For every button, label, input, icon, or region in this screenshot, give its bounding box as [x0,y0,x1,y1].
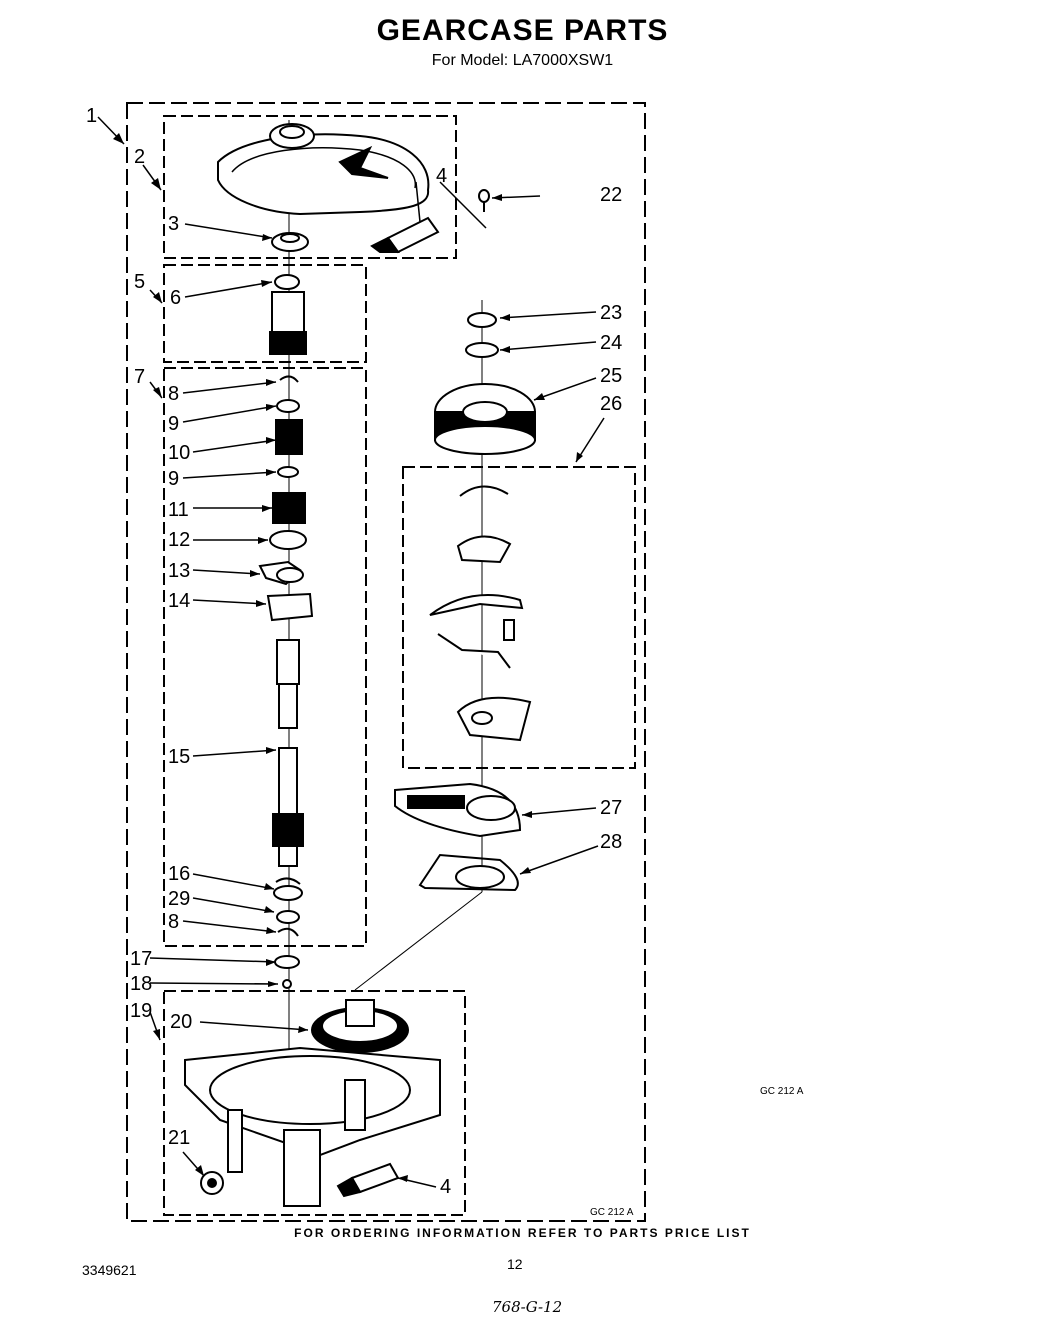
gearcase-housing-part [184,999,441,1207]
model-subtitle: For Model: LA7000XSW1 [431,52,614,69]
callout-21: 21 [168,1127,190,1149]
figure-code-right: GC 212 A [760,1086,804,1097]
callout-12: 12 [168,529,190,551]
drive-gear-stack-parts [394,312,536,892]
callout-26: 26 [600,393,622,415]
callout-18: 18 [130,973,152,995]
box-pinion-assembly [163,264,367,363]
box-gearcase-housing [163,990,466,1216]
screw-part [478,189,490,212]
callout-28: 28 [600,831,622,853]
shaft-stack-parts [258,375,314,989]
callout-13: 13 [168,560,190,582]
callout-27: 27 [600,797,622,819]
gearcase-cover-part [217,123,430,216]
box-cover-assembly [163,115,457,259]
pinion-gear-part [269,274,307,355]
callout-23: 23 [600,302,622,324]
callout-6: 6 [170,287,181,309]
callout-25: 25 [600,365,622,387]
callout-11: 11 [168,499,189,521]
page-title: GEARCASE PARTS [376,14,669,47]
seal-part [271,232,309,252]
callout-29: 29 [168,888,190,910]
callout-15: 15 [168,746,190,768]
callout-4-lower: 4 [440,1176,451,1198]
callout-5: 5 [134,271,145,293]
callout-14: 14 [168,590,190,612]
callout-16: 16 [168,863,190,885]
callout-17: 17 [130,948,152,970]
callout-7: 7 [134,366,145,388]
callout-9-lower: 9 [168,468,179,490]
callout-8-lower: 8 [168,911,179,933]
callout-9-top: 9 [168,413,179,435]
lubricant-tube-top [370,216,440,254]
ordering-note: FOR ORDERING INFORMATION REFER TO PARTS … [294,1226,751,1240]
outer-assembly-frame [126,102,646,1222]
figure-code-frame: GC 212 A [590,1207,634,1218]
callout-19: 19 [130,1000,152,1022]
callout-8-top: 8 [168,383,179,405]
callout-22: 22 [600,184,622,206]
callout-10: 10 [168,442,190,464]
callout-1: 1 [86,105,97,127]
box-shift-assembly [402,466,636,769]
leader-arrowheads [113,133,583,1182]
page-number: 12 [507,1256,523,1272]
callout-2: 2 [134,146,145,168]
callout-3: 3 [168,213,179,235]
callout-20: 20 [170,1011,192,1033]
callout-4-top: 4 [436,165,447,187]
handwritten-code: 768-G-12 [492,1298,563,1316]
document-number: 3349621 [82,1262,137,1278]
box-agitate-shaft-assembly [163,367,367,947]
callout-24: 24 [600,332,622,354]
